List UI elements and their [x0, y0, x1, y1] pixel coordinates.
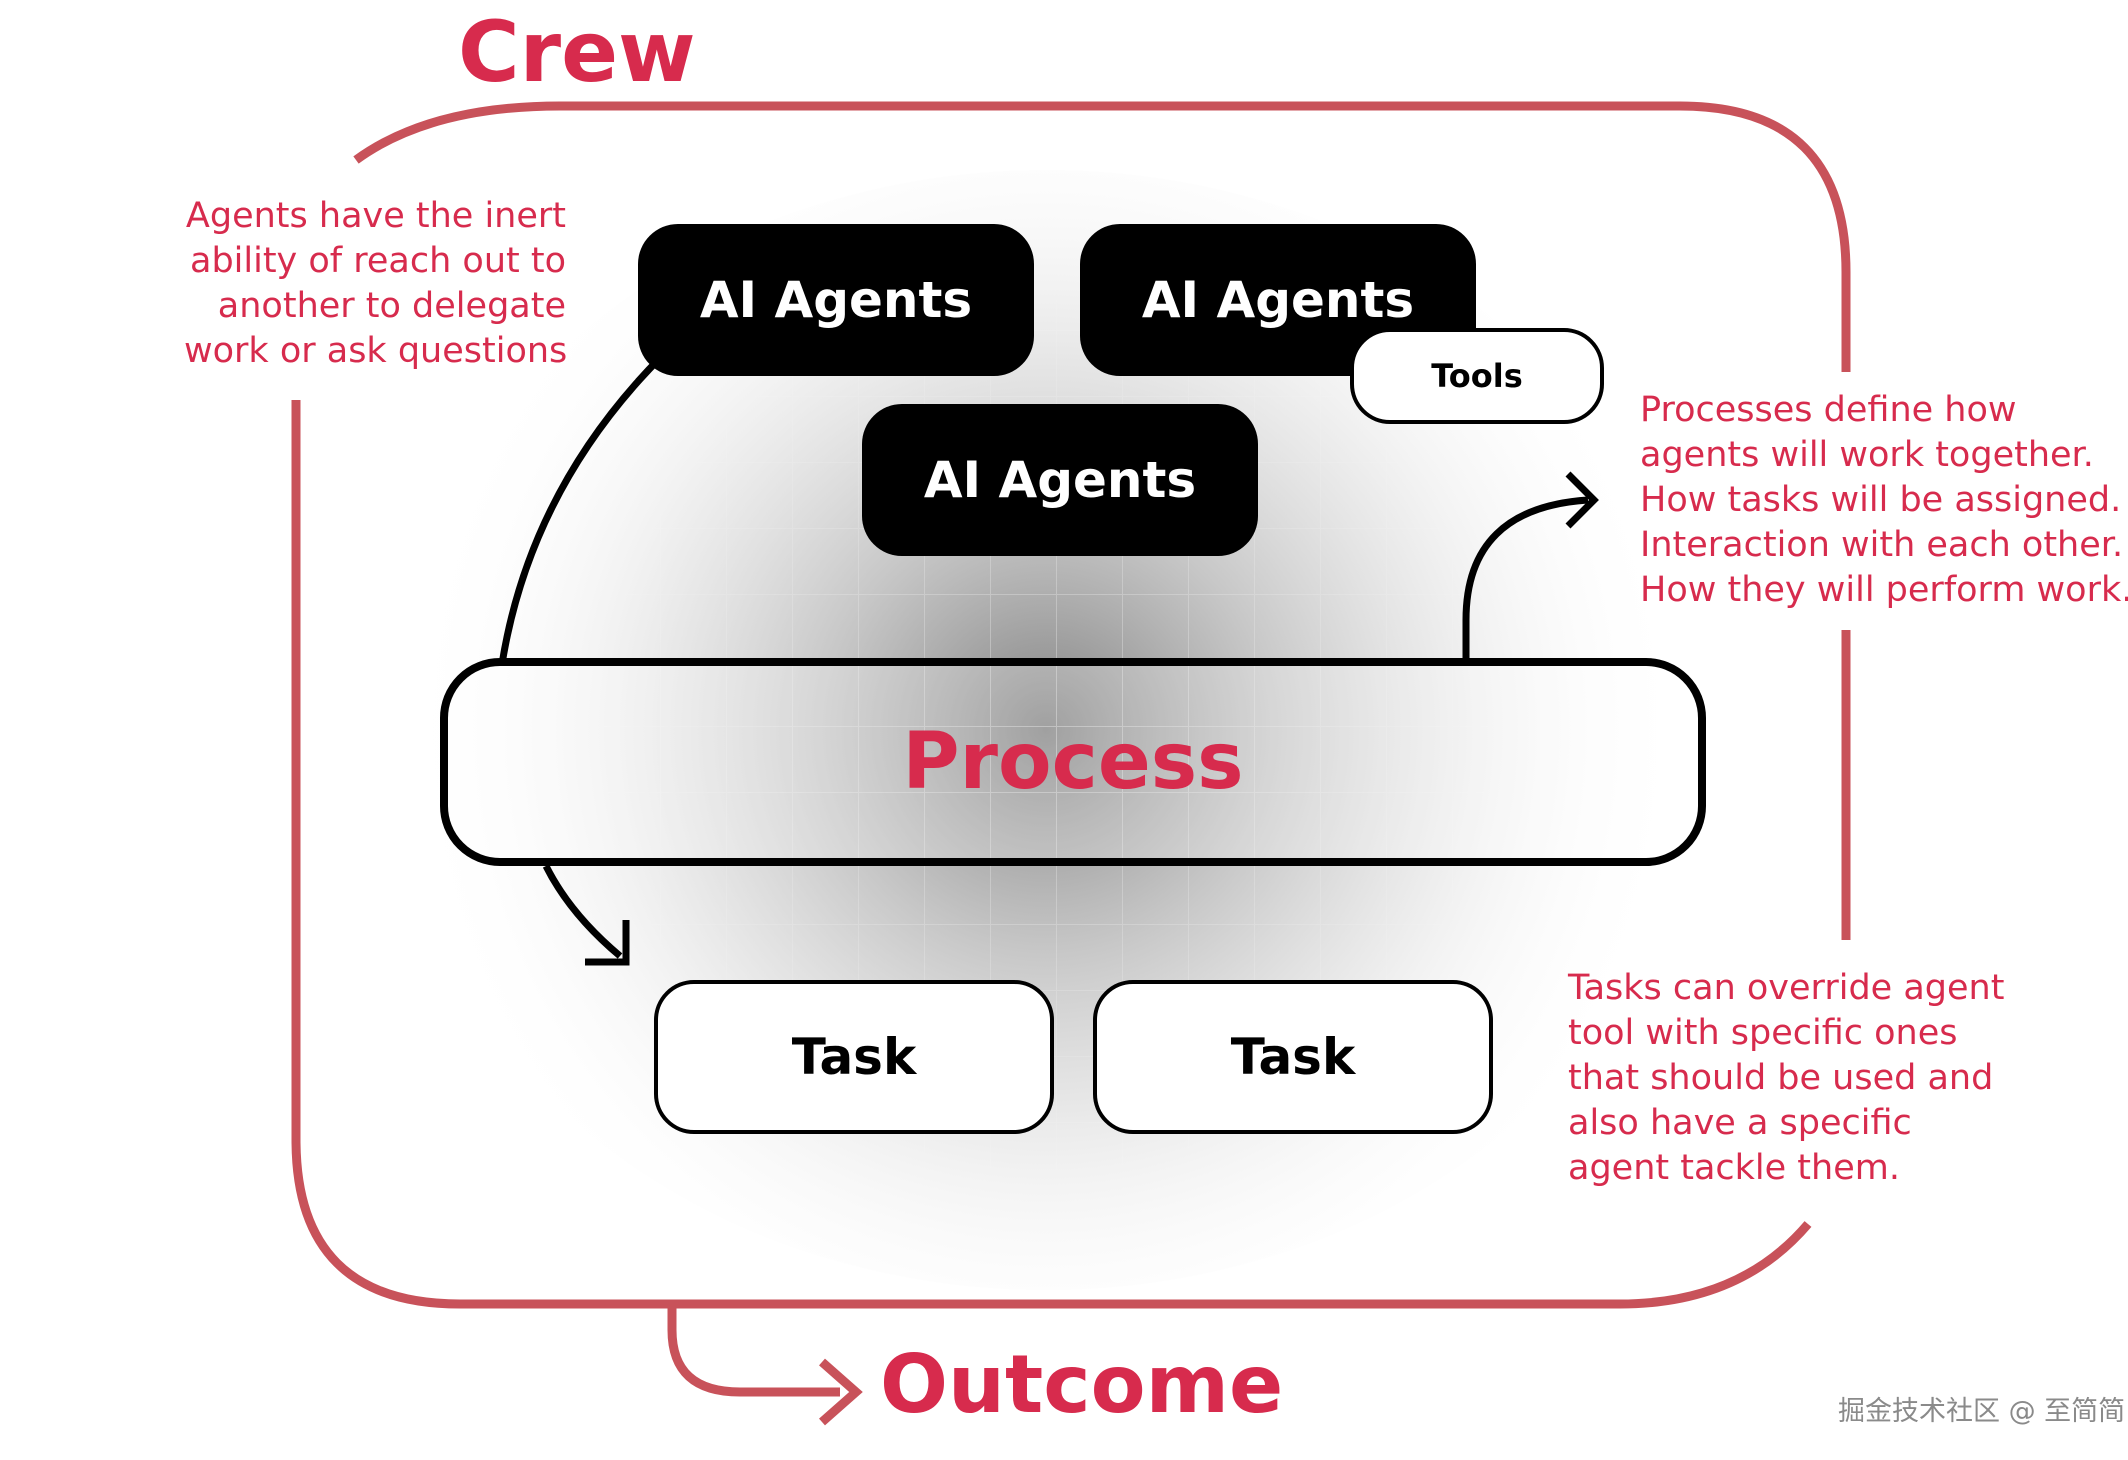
tasks-note-line: also have a specific: [1568, 1103, 1912, 1143]
tasks-note-line: agent tackle them.: [1568, 1148, 1900, 1188]
process-note-line: Interaction with each other.: [1640, 525, 2124, 565]
delegation-curve: [498, 355, 663, 665]
tasks-note-line: tool with specific ones: [1568, 1013, 1958, 1053]
tasks-note: Tasks can override agent tool with speci…: [1568, 966, 2004, 1191]
outcome-arrow: [667, 1304, 840, 1397]
ai-agent-box: AI Agents: [638, 224, 1034, 376]
task-box: Task: [654, 980, 1054, 1134]
outcome-arrow-head: [819, 1358, 863, 1426]
crew-title: Crew: [458, 3, 696, 101]
task-box: Task: [1093, 980, 1493, 1134]
process-note-line: How they will perform work.: [1640, 570, 2128, 610]
crew-frame-top: [353, 101, 1851, 372]
process-note-line: How tasks will be assigned.: [1640, 480, 2122, 520]
process-up-arrow-head: [1565, 471, 1599, 529]
process-to-task-arrow-head: [585, 920, 630, 966]
tasks-note-line: that should be used and: [1568, 1058, 1994, 1098]
crew-frame-bottom: [291, 400, 1812, 1309]
agents-note-line: another to delegate: [217, 286, 566, 326]
process-note-line: agents will work together.: [1640, 435, 2094, 475]
process-up-arrow: [1462, 496, 1589, 660]
agents-note: Agents have the inert ability of reach o…: [184, 194, 568, 374]
tools-box: Tools: [1350, 328, 1604, 424]
process-to-task-arrow: [542, 864, 623, 959]
watermark: 掘金技术社区 @ 至简简: [1838, 1396, 2126, 1427]
agents-note-line: Agents have the inert: [185, 196, 566, 236]
outcome-title: Outcome: [880, 1338, 1284, 1431]
agents-note-line: ability of reach out to: [190, 241, 566, 281]
tasks-note-line: Tasks can override agent: [1568, 968, 2005, 1008]
process-box: Process: [440, 658, 1706, 866]
process-note-line: Processes define how: [1640, 390, 2017, 430]
ai-agent-box: AI Agents: [862, 404, 1258, 556]
process-note: Processes define how agents will work to…: [1640, 388, 2128, 613]
agents-note-line: work or ask questions: [184, 331, 568, 371]
